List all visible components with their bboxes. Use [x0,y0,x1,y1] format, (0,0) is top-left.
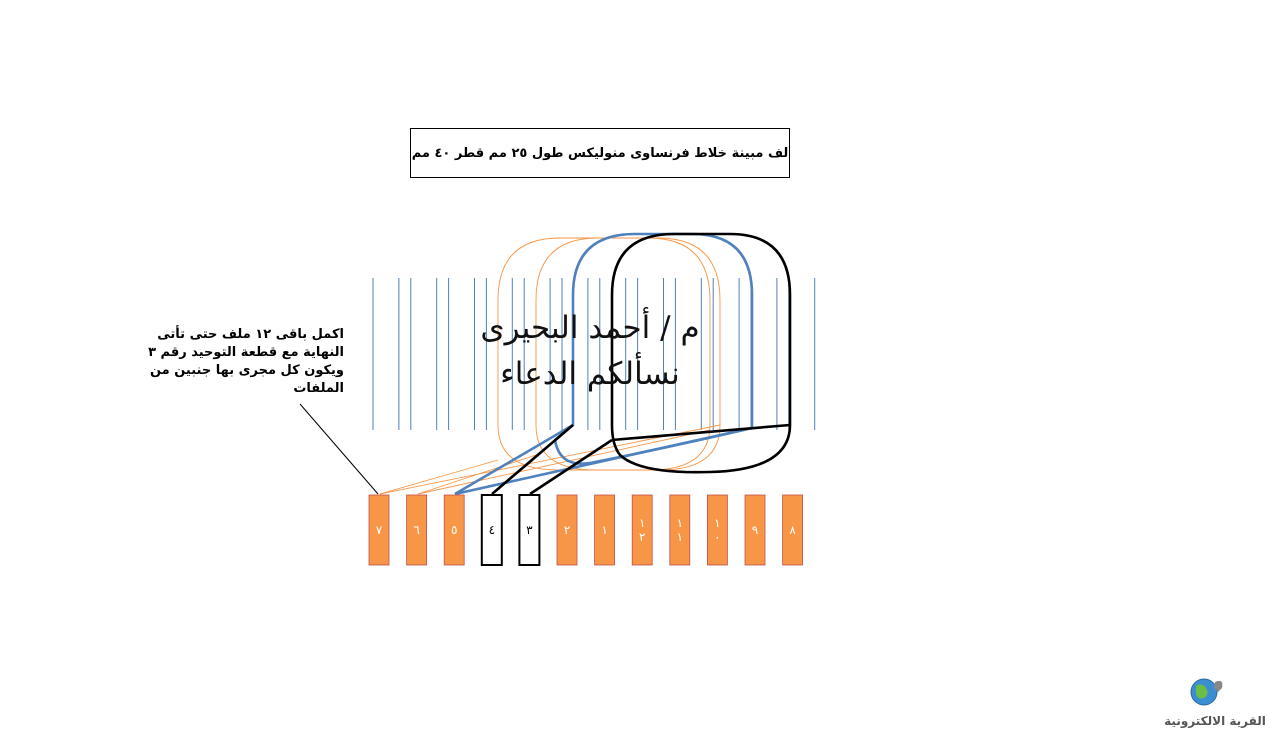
commutator-segment: ٣ [518,494,541,566]
segment-label: ٧ [376,523,383,537]
segment-rect [406,494,428,566]
segment-label: ٢ [564,523,570,537]
orange-coil-lead-1 [379,459,499,495]
commutator-segment: ٤ [480,494,503,566]
segment-label: ١ [677,516,683,530]
instruction-note: اكمل باقى ١٢ ملف حتى تأتى النهاية مع قطع… [148,327,344,396]
commutator-segment: ٧ [368,494,390,566]
segment-rect [744,494,766,566]
commutator-segment: ٩ [744,494,766,566]
segment-label: ١ [601,523,607,537]
segment-label: ٣ [526,523,533,537]
segment-label: ٢ [639,530,645,544]
watermark-line-2: نسألكم الدعاء [500,356,680,392]
note-pointer-line [299,403,379,495]
orange-coil-lead-3 [417,429,711,495]
black-coil [610,232,792,474]
segment-rect [443,494,465,566]
wrench-icon [1214,680,1223,692]
segment-label: ٠ [714,530,720,544]
segment-label: ١ [639,516,645,530]
globe-land [1196,684,1208,699]
segment-rect [707,494,728,566]
watermark: م / أحمد البحيرى نسألكم الدعاء [440,305,740,397]
logo-text: القرية الالكترونية [1164,714,1266,728]
segment-rect [782,494,803,566]
segment-rect [669,494,691,566]
commutator-segment: ٢ [556,494,578,566]
title-text: لف مبينة خلاط فرنساوى منوليكس طول ٢٥ مم … [411,145,789,161]
segment-rect [368,494,390,566]
segment-rect [594,494,615,566]
black-coil-lead [491,423,791,496]
logo [1190,678,1223,706]
segment-rect [631,494,653,566]
segment-label: ٦ [413,523,419,537]
segment-label: ٥ [451,523,457,537]
segment-rect [556,494,578,566]
commutator-segment: ١٢ [631,494,653,566]
commutator-segment: ٦ [406,494,428,566]
segment-label: ١ [714,516,720,530]
commutator-segment: ٨ [782,494,803,566]
commutator-segment: ٥ [443,494,465,566]
commutator-segment: ١٠ [707,494,728,566]
segment-rect [518,494,541,566]
segment-label: ١ [677,530,683,544]
title-box: لف مبينة خلاط فرنساوى منوليكس طول ٢٥ مم … [410,128,790,178]
segment-label: ٤ [489,523,495,537]
commutator-segment: ١ [594,494,615,566]
segment-label: ٨ [789,523,796,537]
segment-label: ٩ [752,523,758,537]
watermark-line-1: م / أحمد البحيرى [480,310,700,346]
commutator-segment: ١١ [669,494,691,566]
segment-rect [480,494,503,566]
